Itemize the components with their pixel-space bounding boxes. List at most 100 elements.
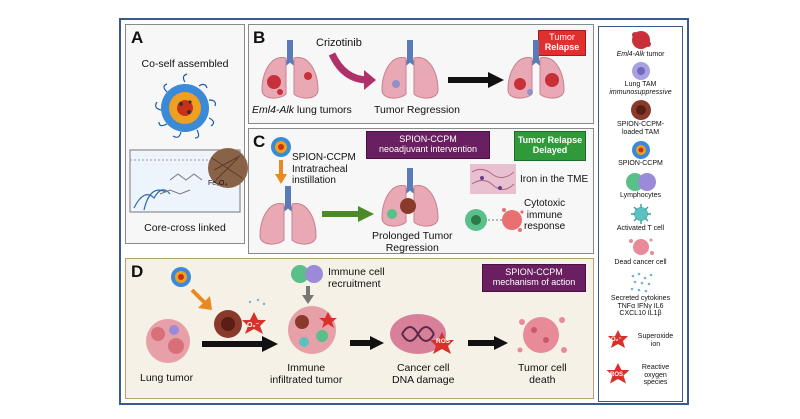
- lung-tumor-label: Lung tumor: [140, 372, 194, 384]
- legend-tumor-label: Eml4-Alk tumor: [598, 51, 683, 59]
- ros-label-d: ROS: [436, 338, 451, 345]
- recruit-arrow: [302, 286, 314, 304]
- panel-b-letter: B: [253, 28, 266, 47]
- spion-uptake-arrow: [190, 288, 212, 310]
- lung-tumor-icon: [146, 319, 190, 363]
- instill-arrow: [275, 160, 287, 184]
- panel-c-letter: C: [253, 132, 266, 151]
- death-line2: death: [529, 374, 556, 387]
- relapse-delayed-badge: Tumor Relapse Delayed: [514, 131, 586, 161]
- cytotoxic-line2: immune: [526, 209, 563, 221]
- cytotoxic-response-icon: [465, 208, 524, 232]
- legend-tcell-label: Activated T cell: [616, 225, 665, 232]
- legend-superoxide-icon: [608, 330, 628, 348]
- panel-a-bottom-caption: Core-cross linked: [144, 222, 226, 234]
- instill-line2: Intratracheal: [292, 163, 348, 175]
- arrow-3: [468, 336, 508, 350]
- lungs-icon-instill: [259, 186, 317, 245]
- lung-tumors-rest: lung tumors: [294, 104, 352, 116]
- legend-spion-tam-line2: loaded TAM: [621, 128, 660, 136]
- infiltrated-label: Immune infiltrated tumor: [270, 362, 342, 386]
- recruit-line1: Immune cell: [328, 266, 385, 278]
- dna-damage-label: Cancer cell DNA damage: [392, 362, 454, 386]
- infiltrated-line2: infiltrated tumor: [270, 374, 343, 387]
- legend-cytokine-line3: CXCL10 IL1β: [619, 310, 662, 318]
- dna-damage-icon: [390, 314, 454, 354]
- legend-lymph-label: Lymphocytes: [620, 192, 661, 199]
- panel-a-top-caption: Co-self assembled: [141, 58, 229, 70]
- spion-ccpm-icon: [271, 137, 291, 157]
- recruit-line2: recruitment: [328, 278, 381, 291]
- tumor-relapse-line1: Tumor: [549, 32, 575, 43]
- legend-tumor-icon: [632, 31, 651, 49]
- tumor-relapse-line2: Relapse: [544, 42, 580, 52]
- lymphocyte-pair-icon: [291, 265, 323, 283]
- legend-superoxide-line2: ion: [650, 340, 661, 348]
- treatment-arrow: [322, 206, 374, 222]
- iron-tme-label: Iron in the TME: [520, 174, 589, 185]
- legend-lymph-icon: [626, 173, 656, 191]
- legend-ros-line2: oxygen: [644, 371, 667, 379]
- prolonged-label: Prolonged Tumor Regression: [372, 230, 453, 254]
- prolonged-line1: Prolonged Tumor: [372, 230, 453, 242]
- lungs-icon-prolonged: [381, 168, 439, 227]
- superoxide-label-d1: O₂⁻: [247, 322, 260, 329]
- legend-dead-cell-label: Dead cancer cell: [614, 259, 667, 266]
- cytotoxic-line3: response: [524, 221, 566, 232]
- tam-with-superoxide-icon: [214, 298, 266, 338]
- relapse-delayed-line1: Tumor Relapse: [517, 135, 583, 146]
- infiltrated-tumor-icon: [288, 306, 337, 354]
- legend-tumor-rest: tumor: [644, 51, 665, 58]
- legend-tam-line1: Lung TAM: [624, 81, 657, 88]
- legend-ros-line1: Reactive: [641, 364, 670, 371]
- legend-o2-text: O₂⁻: [611, 337, 622, 343]
- lungs-icon-regression: [381, 40, 439, 99]
- legend-tam-label: Lung TAM immunosuppressive: [598, 81, 683, 96]
- legend-ros-label: Reactive oxygen species: [628, 364, 683, 387]
- infiltrated-line1: Immune: [287, 362, 326, 374]
- neoadjuvant-line2: neoadjuvant intervention: [378, 144, 478, 154]
- lung-tumors-label: Eml4-Alk lung tumors: [252, 104, 352, 116]
- crosslink-inset: [129, 148, 248, 213]
- crizotinib-arrow: [328, 52, 376, 90]
- legend-spion-tam-label: SPION-CCPM- loaded TAM: [598, 121, 683, 136]
- cytotoxic-line1: Cytotoxic: [524, 198, 566, 209]
- dna-line2: DNA damage: [392, 374, 455, 387]
- relapse-delayed-line2: Delayed: [532, 145, 568, 155]
- legend-tcell-icon: [631, 204, 651, 224]
- lung-tumors-italic: Eml4-Alk: [252, 104, 295, 116]
- lungs-icon-relapse: [507, 40, 565, 99]
- legend-ros-line3: species: [643, 379, 668, 387]
- micelle-icon: [155, 73, 216, 139]
- mechanism-line2: mechanism of action: [492, 277, 576, 287]
- legend-cytokine-line2: TNFα IFNγ IL6: [617, 302, 664, 310]
- panel-d-letter: D: [131, 262, 144, 281]
- instill-line1: SPION-CCPM: [292, 152, 356, 163]
- instill-line3: instillation: [292, 175, 336, 186]
- long-arrow-1: [202, 336, 278, 352]
- legend-superoxide-label: Superoxide ion: [628, 333, 683, 348]
- mechanism-line1: SPION-CCPM: [505, 267, 563, 278]
- cytotoxic-label: Cytotoxic immune response: [524, 198, 565, 233]
- legend-spion-label: SPION-CCPM: [618, 160, 663, 167]
- legend-spion-icon: [632, 141, 650, 159]
- legend-ros-icon: [606, 363, 630, 384]
- dna-line1: Cancer cell: [396, 362, 450, 374]
- crizotinib-label: Crizotinib: [316, 37, 362, 49]
- legend-tam-line2: immunosuppressive: [609, 88, 672, 96]
- legend-spion-tam-icon: [631, 100, 651, 120]
- relapse-arrow: [448, 72, 504, 88]
- cell-death-icon: [517, 317, 567, 353]
- arrow-2: [350, 336, 384, 350]
- prolonged-line2: Regression: [385, 242, 439, 255]
- legend-ros-text: ROS: [610, 372, 624, 378]
- legend-cytokine-label: Secreted cytokines TNFα IFNγ IL6 CXCL10 …: [598, 295, 683, 318]
- fe3o4-label: Fe₃O₄: [208, 180, 228, 187]
- panel-a-letter: A: [131, 28, 144, 47]
- iron-histology-image: [470, 164, 516, 194]
- tumor-regression-label: Tumor Regression: [374, 104, 460, 116]
- legend-superoxide-line1: Superoxide: [637, 333, 674, 340]
- recruit-label: Immune cell recruitment: [328, 266, 385, 290]
- instill-label: SPION-CCPM Intratracheal instillation: [292, 152, 356, 187]
- neoadjuvant-badge: SPION-CCPM neoadjuvant intervention: [366, 131, 490, 159]
